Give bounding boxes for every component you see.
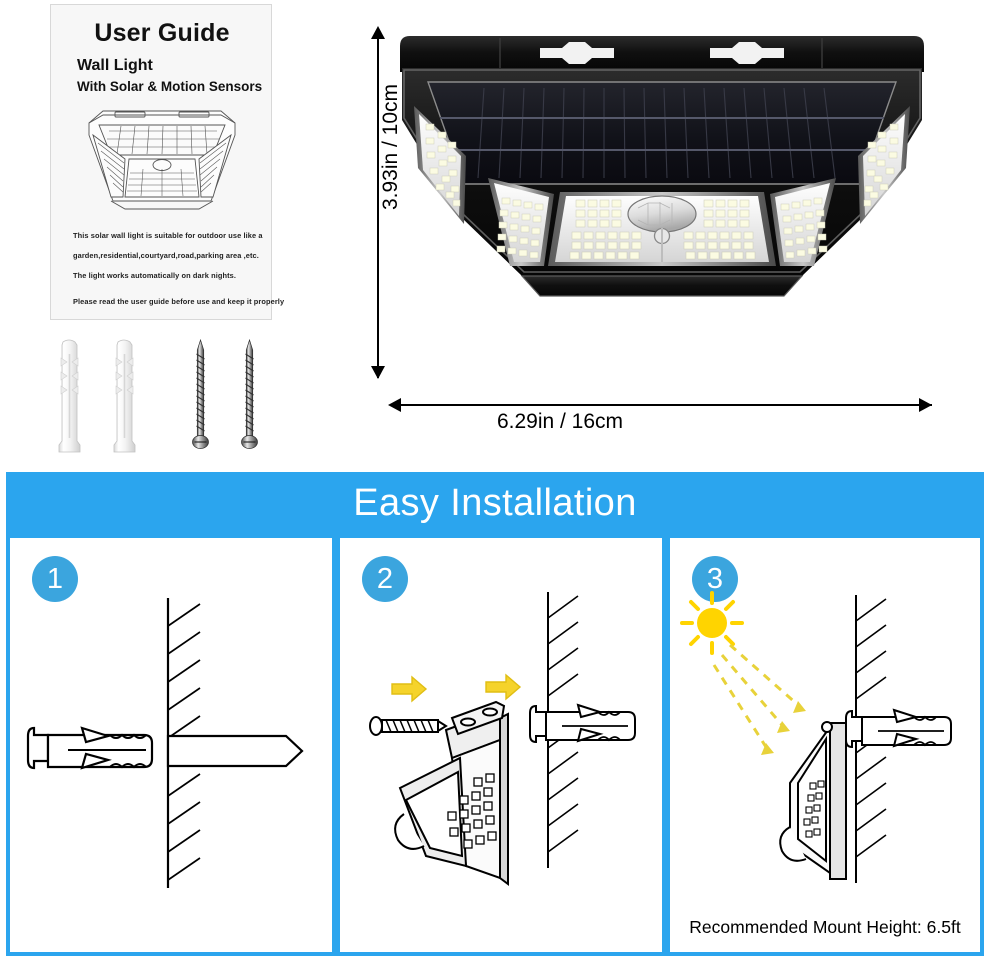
user-guide-body-line-2: garden,residential,courtyard,road,parkin…	[73, 251, 259, 260]
installation-step-3: 3	[666, 534, 984, 956]
installation-steps: 1	[6, 534, 984, 956]
installation-step-2: 2	[336, 534, 666, 956]
wall-anchor-icon	[113, 339, 136, 453]
product-photo-solar-wall-light	[400, 36, 924, 297]
step3-sunlight-onto-lamp-illustration	[680, 591, 952, 883]
product-overview-section: User Guide Wall Light With Solar & Motio…	[0, 0, 990, 472]
direction-arrow-icon	[391, 673, 522, 703]
banner-title: Easy Installation	[353, 481, 637, 524]
step-number-badge: 1	[32, 556, 78, 602]
installation-step-1: 1	[6, 534, 336, 956]
width-arrow-right-icon	[919, 398, 932, 412]
sunlight-ray-arrowhead	[761, 701, 806, 755]
user-guide-lamp-lineart-icon	[88, 110, 236, 210]
step1-anchor-into-wall-illustration	[26, 598, 304, 888]
user-guide-subtitle-features: With Solar & Motion Sensors	[77, 79, 263, 94]
sun-icon	[680, 591, 744, 655]
height-dimension-line	[377, 30, 379, 378]
step-number-badge: 2	[362, 556, 408, 602]
mounting-screw-icon	[192, 338, 209, 449]
width-dimension-label: 6.29in / 16cm	[496, 410, 624, 433]
step2-mount-lamp-with-screw-illustration	[369, 592, 636, 886]
user-guide-booklet: User Guide Wall Light With Solar & Motio…	[50, 4, 284, 320]
wall-anchor-icon	[58, 339, 81, 453]
easy-installation-banner: Easy Installation	[6, 472, 984, 534]
step-number-badge: 3	[692, 556, 738, 602]
mount-height-caption: Recommended Mount Height: 6.5ft	[689, 917, 961, 937]
height-dimension-label: 3.93in / 10cm	[379, 83, 403, 211]
user-guide-body-line-4: Please read the user guide before use an…	[73, 297, 285, 306]
user-guide-body-line-3: The light works automatically on dark ni…	[73, 271, 237, 280]
user-guide-subtitle-product: Wall Light	[77, 57, 153, 74]
sunlight-ray	[712, 643, 799, 748]
width-dimension-line	[394, 404, 932, 406]
user-guide-body-line-1: This solar wall light is suitable for ou…	[73, 231, 263, 240]
mounting-screw-icon	[241, 338, 258, 449]
user-guide-title: User Guide	[94, 19, 230, 47]
height-arrow-down-icon	[371, 366, 385, 379]
